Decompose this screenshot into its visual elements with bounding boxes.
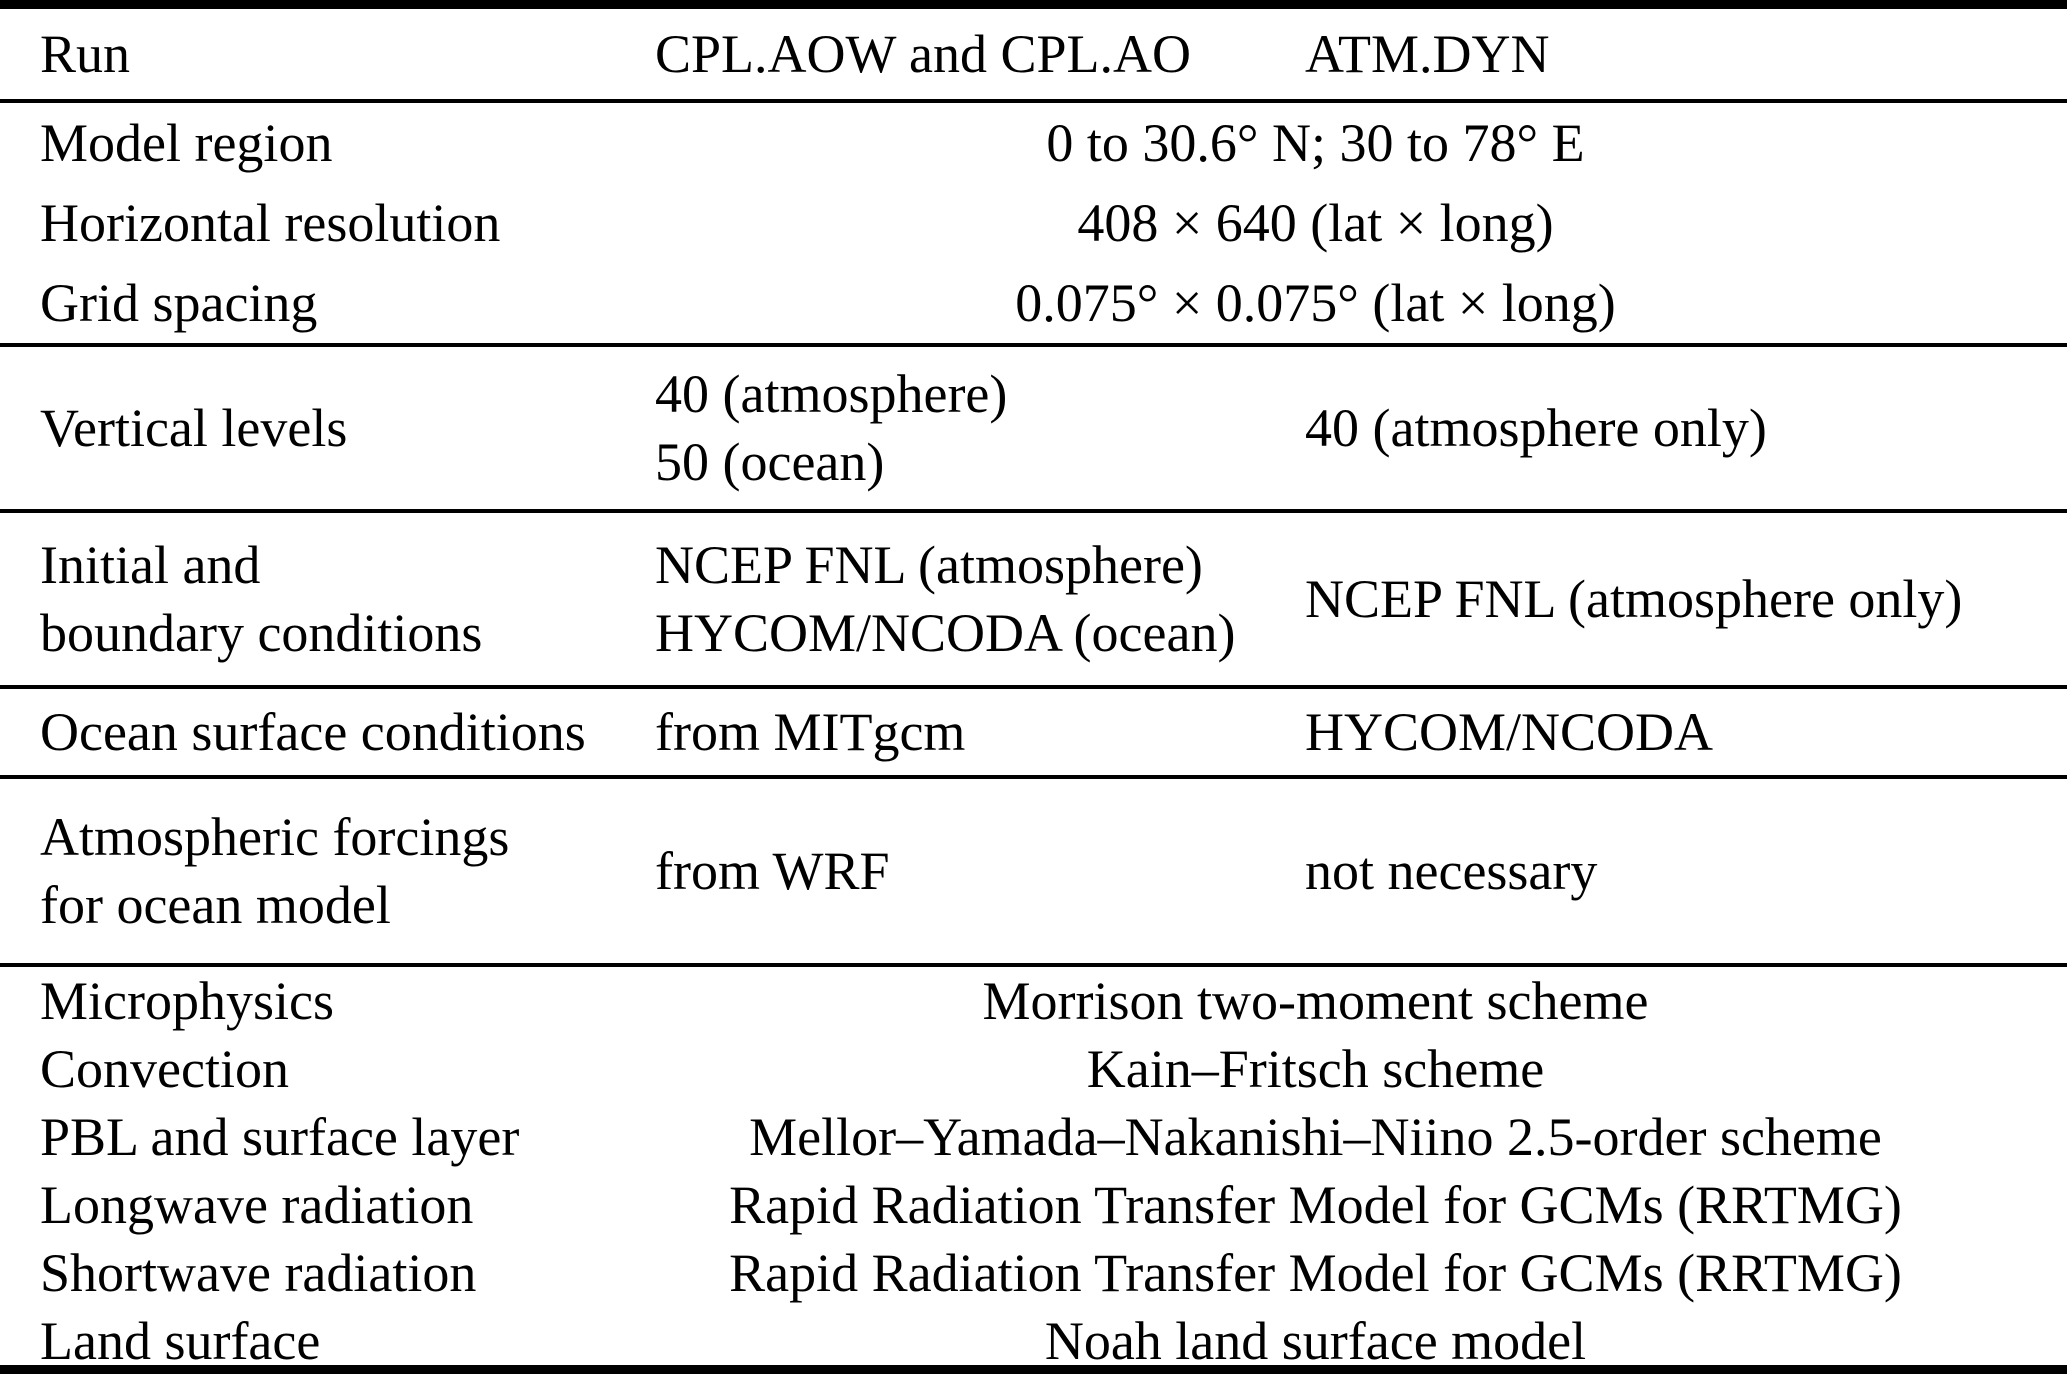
midrule-3 xyxy=(0,509,2067,513)
row-label: Microphysics xyxy=(40,971,334,1031)
row-label: Atmospheric forcings for ocean model xyxy=(0,803,655,939)
label-line-2: for ocean model xyxy=(40,875,391,935)
label-line-1: Atmospheric forcings xyxy=(40,807,510,867)
cell-line-1: NCEP FNL (atmosphere) xyxy=(655,535,1203,595)
row-label: Shortwave radiation xyxy=(40,1243,477,1303)
cell-atm-value: 40 (atmosphere only) xyxy=(1305,398,1767,458)
cell-atm-value: NCEP FNL (atmosphere only) xyxy=(1305,569,1963,629)
row-value: Noah land surface model xyxy=(1044,1311,1587,1371)
table-row-pbl-surface-layer: PBL and surface layer Mellor–Yamada–Naka… xyxy=(0,1103,2067,1171)
table-row-land-surface: Land surface Noah land surface model xyxy=(0,1307,2067,1375)
midrule-2 xyxy=(0,343,2067,347)
table-row-longwave-radiation: Longwave radiation Rapid Radiation Trans… xyxy=(0,1171,2067,1239)
row-value: 0 to 30.6° N; 30 to 78° E xyxy=(1046,113,1585,173)
row-value: Kain–Fritsch scheme xyxy=(1086,1039,1545,1099)
label-line-2: boundary conditions xyxy=(40,603,483,663)
row-label: PBL and surface layer xyxy=(40,1107,520,1167)
row-label: Longwave radiation xyxy=(40,1175,474,1235)
row-label: Vertical levels xyxy=(40,398,348,458)
top-rule xyxy=(0,0,2067,9)
table-row-atmospheric-forcings: Atmospheric forcings for ocean model fro… xyxy=(0,779,2067,963)
midrule-1 xyxy=(0,99,2067,103)
cell-line-2: HYCOM/NCODA (ocean) xyxy=(655,603,1236,663)
cell-cpl-value: from MITgcm xyxy=(655,702,966,762)
midrule-4 xyxy=(0,685,2067,689)
cell-atm-value: not necessary xyxy=(1305,841,1598,901)
row-value: Rapid Radiation Transfer Model for GCMs … xyxy=(729,1243,1902,1303)
table-row-ocean-surface-conditions: Ocean surface conditions from MITgcm HYC… xyxy=(0,689,2067,775)
table-header-row: Run CPL.AOW and CPL.AO ATM.DYN xyxy=(0,9,2067,99)
row-label: Land surface xyxy=(40,1311,321,1371)
cell-line-1: 40 (atmosphere) xyxy=(655,364,1008,424)
header-atm-dyn: ATM.DYN xyxy=(1305,24,1550,84)
label-line-1: Initial and xyxy=(40,535,261,595)
table-row-microphysics: Microphysics Morrison two-moment scheme xyxy=(0,967,2067,1035)
table-row-initial-boundary-conditions: Initial and boundary conditions NCEP FNL… xyxy=(0,513,2067,685)
geometry-section: Model region 0 to 30.6° N; 30 to 78° E H… xyxy=(0,103,2067,343)
row-label: Ocean surface conditions xyxy=(40,702,586,762)
midrule-6 xyxy=(0,963,2067,967)
table-row-vertical-levels: Vertical levels 40 (atmosphere) 50 (ocea… xyxy=(0,347,2067,509)
bottom-rule xyxy=(0,1365,2067,1374)
row-value: Rapid Radiation Transfer Model for GCMs … xyxy=(729,1175,1902,1235)
cell-cpl-value: from WRF xyxy=(655,841,890,901)
row-value: 408 × 640 (lat × long) xyxy=(1077,193,1554,253)
row-label: Convection xyxy=(40,1039,289,1099)
cell-atm-value: HYCOM/NCODA xyxy=(1305,702,1714,762)
physics-section: Microphysics Morrison two-moment scheme … xyxy=(0,967,2067,1371)
cell-cpl-value: NCEP FNL (atmosphere) HYCOM/NCODA (ocean… xyxy=(655,531,1305,667)
row-value: Mellor–Yamada–Nakanishi–Niino 2.5-order … xyxy=(749,1107,1882,1167)
table-row-convection: Convection Kain–Fritsch scheme xyxy=(0,1035,2067,1103)
cell-line-2: 50 (ocean) xyxy=(655,432,885,492)
row-label: Model region xyxy=(40,113,333,173)
table-row-model-region: Model region 0 to 30.6° N; 30 to 78° E xyxy=(0,103,2067,183)
table-row-shortwave-radiation: Shortwave radiation Rapid Radiation Tran… xyxy=(0,1239,2067,1307)
cell-cpl-value: 40 (atmosphere) 50 (ocean) xyxy=(655,360,1305,496)
header-run: Run xyxy=(40,24,131,84)
row-label: Initial and boundary conditions xyxy=(0,531,655,667)
row-value: 0.075° × 0.075° (lat × long) xyxy=(1015,273,1616,333)
midrule-5 xyxy=(0,775,2067,779)
table-row-horizontal-resolution: Horizontal resolution 408 × 640 (lat × l… xyxy=(0,183,2067,263)
header-cpl-aow-ao: CPL.AOW and CPL.AO xyxy=(655,24,1192,84)
table-row-grid-spacing: Grid spacing 0.075° × 0.075° (lat × long… xyxy=(0,263,2067,343)
row-label: Horizontal resolution xyxy=(40,193,501,253)
row-label: Grid spacing xyxy=(40,273,318,333)
row-value: Morrison two-moment scheme xyxy=(982,971,1649,1031)
